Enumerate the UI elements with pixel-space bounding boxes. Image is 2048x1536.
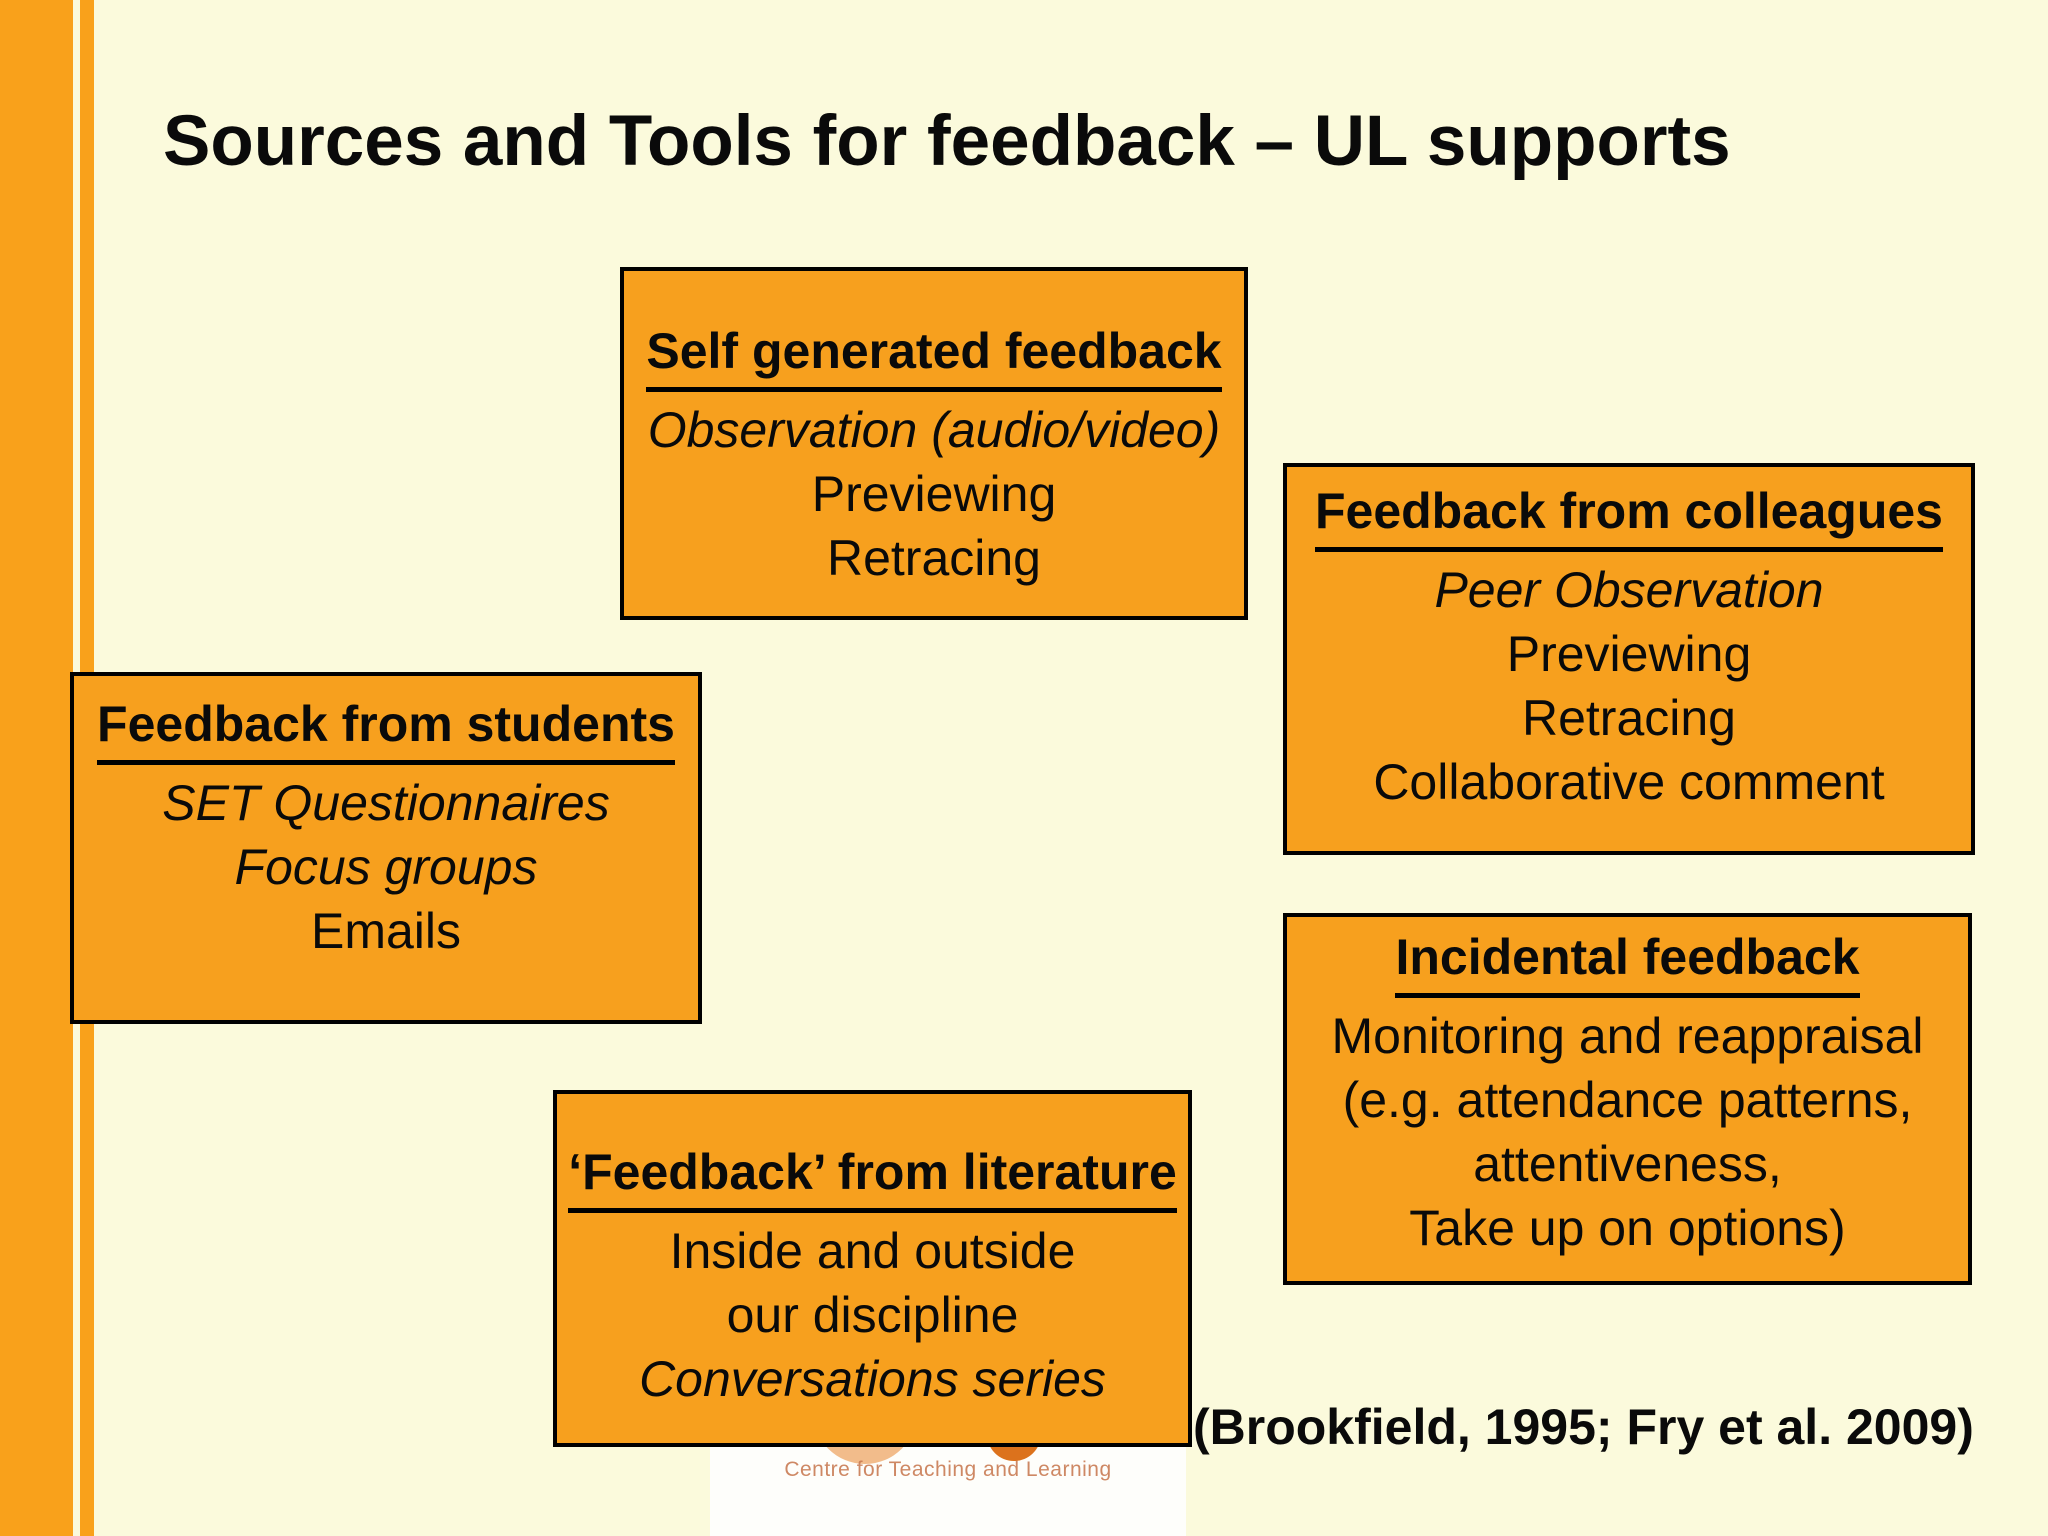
box-line: Inside and outside: [669, 1223, 1076, 1279]
box-heading: Incidental feedback: [1395, 925, 1860, 998]
box-heading: Self generated feedback: [646, 319, 1222, 392]
box-line: Previewing: [1506, 626, 1752, 682]
box-heading: Feedback from colleagues: [1314, 479, 1943, 552]
box-line: (e.g. attendance patterns,: [1342, 1072, 1913, 1128]
feedback-box-incidental: Incidental feedback Monitoring and reapp…: [1283, 913, 1972, 1285]
box-heading: Feedback from students: [97, 692, 675, 765]
box-heading: ‘Feedback’ from literature: [568, 1140, 1177, 1213]
box-line: Focus groups: [234, 839, 538, 895]
feedback-box-self-generated: Self generated feedback Observation (aud…: [620, 267, 1248, 620]
box-line: Conversations series: [639, 1351, 1106, 1407]
box-line: Take up on options): [1409, 1200, 1846, 1256]
box-line: Peer Observation: [1434, 562, 1824, 618]
box-line: Collaborative comment: [1373, 754, 1885, 810]
feedback-box-literature: ‘Feedback’ from literature Inside and ou…: [553, 1090, 1192, 1447]
left-accent-bar: [0, 0, 73, 1536]
box-line: Monitoring and reappraisal: [1331, 1008, 1924, 1064]
box-line: Retracing: [1522, 690, 1736, 746]
box-line: our discipline: [726, 1287, 1019, 1343]
box-line: Observation (audio/video): [647, 402, 1221, 458]
box-line: Retracing: [827, 530, 1041, 586]
feedback-box-students: Feedback from students SET Questionnaire…: [70, 672, 702, 1024]
box-line: attentiveness,: [1473, 1136, 1782, 1192]
logo-caption: Centre for Teaching and Learning: [784, 1458, 1112, 1481]
box-line: Previewing: [811, 466, 1057, 522]
slide-title: Sources and Tools for feedback – UL supp…: [163, 102, 1731, 181]
box-line: SET Questionnaires: [162, 775, 610, 831]
citation: (Brookfield, 1995; Fry et al. 2009): [1193, 1399, 1974, 1455]
box-line: Emails: [310, 903, 462, 959]
feedback-box-colleagues: Feedback from colleagues Peer Observatio…: [1283, 463, 1975, 855]
